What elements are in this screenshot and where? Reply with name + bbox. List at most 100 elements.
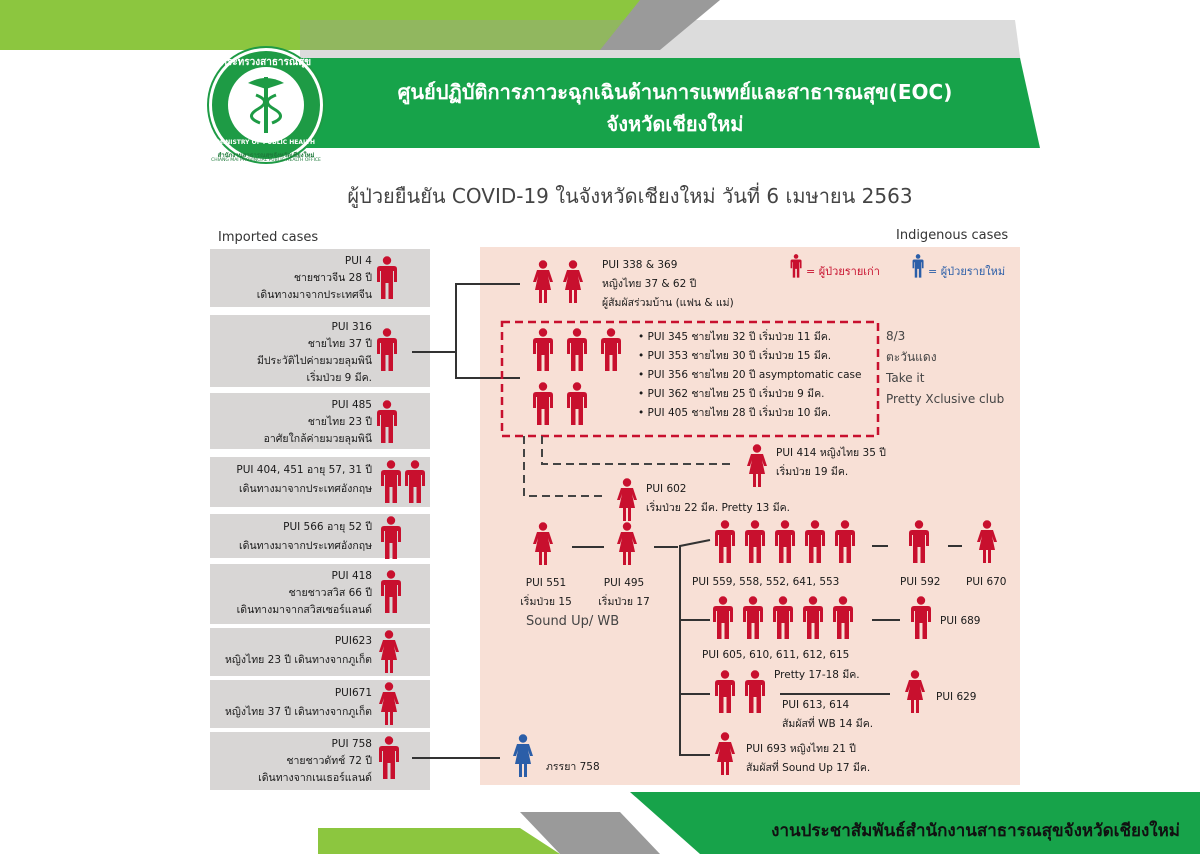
male-person-icon — [743, 596, 763, 639]
male-person-icon — [833, 596, 853, 639]
male-person-icon — [790, 254, 802, 278]
male-person-icon — [533, 382, 553, 425]
male-person-icon — [381, 570, 401, 613]
imported-case-line: PUI 316 — [331, 321, 373, 333]
banner-title-line2: จังหวัดเชียงใหม่ — [606, 112, 744, 136]
male-person-icon — [567, 382, 587, 425]
male-person-icon — [909, 520, 929, 563]
cluster-item: • PUI 353 ชายไทย 30 ปี เริ่มป่วย 15 มีค. — [638, 350, 832, 362]
pui602-label: PUI 602 เริ่มป่วย 22 มีค. Pretty 13 มีค. — [646, 480, 790, 518]
imported-case-line: เริ่มป่วย 9 มีค. — [306, 372, 372, 384]
male-person-icon — [775, 520, 795, 563]
female-person-icon — [379, 682, 399, 725]
male-person-icon — [805, 520, 825, 563]
legend-new-case: = ผู้ป่วยรายใหม่ — [928, 265, 1006, 278]
club-line: ตะวันแดง — [886, 350, 937, 364]
cluster-item: • PUI 345 ชายไทย 32 ปี เริ่มป่วย 11 มีค. — [638, 331, 832, 343]
imported-case-line: เดินทางมาจากประเทศอังกฤษ — [239, 540, 372, 552]
wife758-label: ภรรยา 758 — [546, 761, 600, 773]
male-person-icon — [715, 520, 735, 563]
male-person-icon — [533, 328, 553, 371]
indigenous-cases-label: Indigenous cases — [896, 228, 1009, 243]
imported-case-line: หญิงไทย 23 ปี เดินทางจากภูเก็ต — [224, 654, 372, 666]
pui689-label: PUI 689 — [940, 615, 981, 627]
family-line: PUI 338 & 369 — [602, 259, 678, 271]
family-line: ผู้สัมผัสร่วมบ้าน (แฟน & แม่) — [602, 297, 734, 309]
female-person-icon — [513, 734, 533, 777]
club-line: Take it — [886, 371, 925, 385]
male-person-icon — [405, 460, 425, 503]
male-person-icon — [377, 256, 397, 299]
imported-case-line: เดินทางมาจากสวิสเซอร์แลนด์ — [236, 604, 372, 616]
imported-case-line: ชายชาวสวิส 66 ปี — [288, 587, 372, 599]
legend-old-case: = ผู้ป่วยรายเก่า — [806, 265, 880, 278]
imported-case-box: PUI 758 ชายชาวดัทช์ 72 ปีเดินทางจากเนเธอร… — [210, 732, 430, 790]
imported-case-line: มีประวัติไปค่ายมวยลุมพินี — [256, 355, 372, 367]
female-person-icon — [905, 670, 925, 713]
pui602-line: PUI 602 — [646, 483, 687, 495]
cluster-item: • PUI 362 ชายไทย 25 ปี เริ่มป่วย 9 มีค. — [638, 388, 825, 400]
imported-case-text: PUI623 หญิงไทย 23 ปี เดินทางจากภูเก็ต — [210, 632, 372, 670]
female-person-icon — [533, 260, 553, 303]
male-person-icon — [601, 328, 621, 371]
imported-case-line: PUI 404, 451 อายุ 57, 31 ปี — [236, 464, 372, 476]
female-person-icon — [617, 522, 637, 565]
club-label: 8/3 ตะวันแดง Take it Pretty Xclusive clu… — [886, 326, 1004, 410]
pui592-label: PUI 592 — [900, 576, 941, 588]
pui613-line: สัมผัสที่ WB 14 มีค. — [782, 718, 874, 730]
footer-text: งานประชาสัมพันธ์สำนักงานสาธารณสุขจังหวัด… — [771, 821, 1180, 841]
male-person-icon — [377, 328, 397, 371]
imported-case-line: เดินทางมาจากประเทศจีน — [256, 289, 372, 301]
male-person-icon — [912, 254, 924, 278]
male-person-icon — [381, 460, 401, 503]
pui495-label: PUI 495 เริ่มป่วย 17 — [596, 574, 652, 612]
pui613-line: PUI 613, 614 — [782, 699, 850, 711]
pui629-label: PUI 629 — [936, 691, 977, 703]
imported-case-line: PUI623 — [334, 635, 372, 647]
male-person-icon — [773, 596, 793, 639]
group2-label: PUI 605, 610, 611, 612, 615 — [702, 649, 850, 661]
imported-case-line: ชายไทย 37 ปี — [307, 338, 372, 350]
male-person-icon — [715, 670, 735, 713]
imported-case-text: PUI 316 ชายไทย 37 ปีมีประวัติไปค่ายมวยลุม… — [210, 319, 372, 387]
pui414-line: PUI 414 หญิงไทย 35 ปี — [776, 447, 886, 459]
male-person-icon — [835, 520, 855, 563]
cluster-item: • PUI 405 ชายไทย 28 ปี เริ่มป่วย 10 มีค. — [638, 407, 832, 419]
imported-case-line: ชายชาวดัทช์ 72 ปี — [286, 755, 372, 767]
pui551-label: PUI 551 เริ่มป่วย 15 — [520, 574, 572, 612]
male-person-icon — [803, 596, 823, 639]
cluster-list: • PUI 345 ชายไทย 32 ปี เริ่มป่วย 11 มีค.… — [638, 328, 861, 423]
imported-case-line: PUI671 — [334, 687, 372, 699]
pui693-label: PUI 693 หญิงไทย 21 ปี สัมผัสที่ Sound Up… — [746, 740, 870, 778]
pui551-line: PUI 551 — [525, 577, 567, 589]
male-person-icon — [377, 400, 397, 443]
page-title: ผู้ป่วยยืนยัน COVID-19 ในจังหวัดเชียงใหม… — [347, 184, 913, 208]
logo-caption-english: CHIANG MAI PROVINCIAL PUBLIC HEALTH OFFI… — [211, 158, 321, 163]
logo-caption-thai: สำนักงานสาธารณสุขจังหวัดเชียงใหม่ — [217, 152, 315, 159]
imported-case-line: PUI 758 — [331, 738, 373, 750]
male-person-icon — [713, 596, 733, 639]
pui414-label: PUI 414 หญิงไทย 35 ปี เริ่มป่วย 19 มีค. — [776, 444, 886, 482]
imported-case-box: PUI 316 ชายไทย 37 ปีมีประวัติไปค่ายมวยลุม… — [210, 315, 430, 387]
imported-case-line: อาศัยใกล้ค่ายมวยลุมพินี — [263, 433, 372, 445]
male-person-icon — [379, 736, 399, 779]
imported-case-text: PUI 404, 451 อายุ 57, 31 ปีเดินทางมาจากป… — [210, 461, 372, 499]
logo-text-bottom: MINISTRY OF PUBLIC HEALTH — [217, 139, 315, 146]
male-person-icon — [911, 596, 931, 639]
pui693-line: สัมผัสที่ Sound Up 17 มีค. — [746, 762, 871, 774]
pui495-line: เริ่มป่วย 17 — [598, 596, 650, 608]
imported-case-line: PUI 4 — [344, 255, 372, 267]
pretty-label: Pretty 17-18 มีค. — [774, 669, 860, 681]
pui602-line: เริ่มป่วย 22 มีค. Pretty 13 มีค. — [646, 502, 790, 514]
imported-case-line: เดินทางจากเนเธอร์แลนด์ — [258, 772, 372, 784]
imported-case-line: PUI 418 — [331, 570, 373, 582]
imported-case-line: PUI 566 อายุ 52 ปี — [283, 521, 372, 533]
male-person-icon — [567, 328, 587, 371]
male-person-icon — [745, 670, 765, 713]
female-person-icon — [379, 630, 399, 673]
ministry-logo: กระทรวงสาธารณสุข MINISTRY OF PUBLIC HEAL… — [209, 48, 323, 162]
imported-case-line: เดินทางมาจากประเทศอังกฤษ — [239, 483, 372, 495]
